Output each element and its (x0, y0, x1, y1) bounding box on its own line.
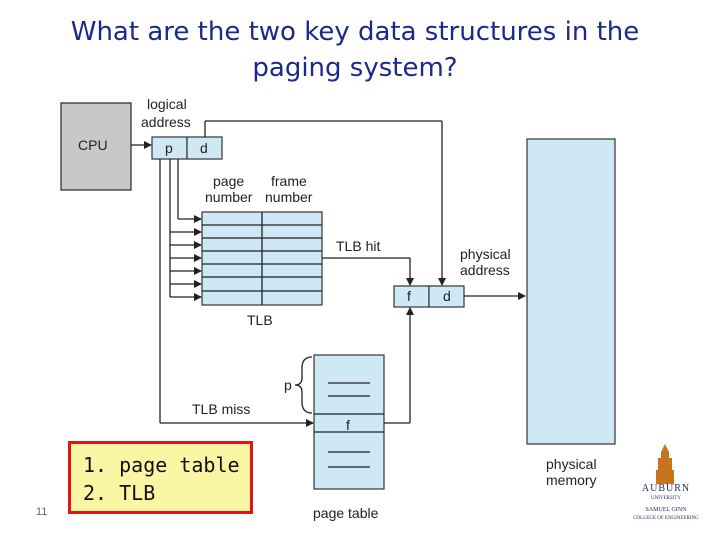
logical-address-label-2: address (141, 114, 191, 130)
logical-address-label-1: logical (147, 96, 187, 112)
physical-memory-block (526, 138, 616, 445)
page-table-p-label: p (284, 377, 292, 393)
logical-d-label: d (200, 140, 208, 156)
tower-icon (656, 444, 674, 484)
physical-memory-label-1: physical (546, 456, 597, 472)
tlb-label: TLB (247, 312, 273, 328)
page-number-label-2: number (205, 189, 253, 205)
logo-name: AUBURN (642, 483, 690, 494)
physical-address-label-2: address (460, 262, 510, 278)
physical-f-label: f (407, 288, 411, 304)
page-number-label-1: page (213, 173, 244, 189)
cpu-box (60, 102, 132, 191)
logo-line3: SAMUEL GINN (646, 507, 688, 513)
slide-title: What are the two key data structures in … (70, 17, 640, 83)
answer-box: 1. page table 2. TLB (68, 441, 253, 514)
physical-memory-label-2: memory (546, 472, 597, 488)
physical-d-label: d (443, 288, 451, 304)
logo-line2: UNIVERSITY (651, 496, 681, 501)
university-logo: AUBURN UNIVERSITY SAMUEL GINN COLLEGE OF… (633, 444, 699, 521)
answer-item-1: 1. page table (83, 453, 240, 477)
answer-item-2: 2. TLB (83, 481, 156, 505)
frame-number-label-1: frame (271, 173, 307, 189)
tlb-miss-label: TLB miss (192, 401, 250, 417)
physical-f-field (393, 285, 430, 308)
logical-p-label: p (165, 140, 173, 156)
logo-line4: COLLEGE OF ENGINEERING (633, 516, 699, 521)
slide-number: 11 (36, 506, 48, 518)
tlb-hit-label: TLB hit (336, 238, 380, 254)
page-table-label: page table (313, 505, 379, 521)
physical-address-label-1: physical (460, 246, 511, 262)
page-table-f-label: f (346, 417, 350, 433)
cpu-label: CPU (78, 137, 108, 153)
frame-number-label-2: number (265, 189, 313, 205)
